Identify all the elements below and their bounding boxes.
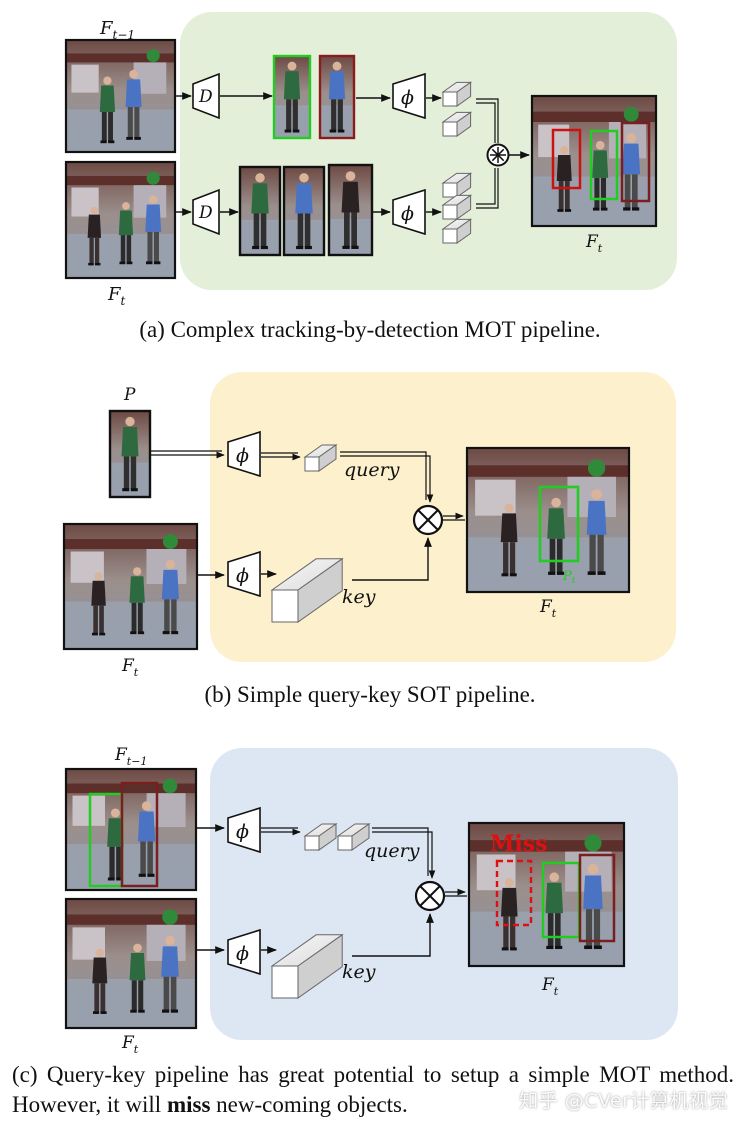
panel-a-box-red	[551, 128, 582, 190]
panel-c-match-operator	[414, 880, 446, 912]
panel-b-cur-frame	[62, 522, 199, 651]
panel-c-cur-frame-label: Ft	[121, 1033, 139, 1056]
caption-panel-c-bold: miss	[166, 1092, 211, 1117]
svg-text:ϕ: ϕ	[401, 87, 414, 109]
panel-c: Ft−1 Ft ϕ ϕ query key	[64, 745, 678, 1056]
panel-a-crop-3	[327, 163, 374, 257]
panel-c-box-darkred	[578, 853, 616, 943]
panel-c-embedder-top: ϕ	[227, 806, 261, 854]
panel-c-output-label: Ft	[541, 975, 559, 998]
panel-c-query-label: query	[364, 840, 420, 862]
svg-text:ϕ: ϕ	[236, 821, 249, 843]
panel-b-target-box	[538, 485, 580, 563]
panel-c-miss-box	[495, 859, 533, 927]
panel-a-embedder-top: ϕ	[392, 72, 426, 120]
svg-text:ϕ: ϕ	[236, 943, 249, 965]
panel-a-embedding-bottom-1	[441, 172, 473, 198]
caption-panel-b: (b) Simple query-key SOT pipeline.	[204, 682, 536, 707]
panel-b-cur-frame-label: Ft	[121, 656, 139, 679]
panel-a-crop-2	[282, 165, 326, 257]
panel-c-prev-box-darkred	[120, 781, 159, 888]
panel-b: P Ft ϕ ϕ query key	[62, 372, 676, 679]
panel-c-key-embedding	[270, 933, 344, 999]
panel-a-frame-prev	[64, 38, 177, 154]
panel-a-box-darkred	[620, 121, 651, 203]
watermark: 知乎 @CVer计算机视觉	[519, 1090, 728, 1112]
panel-c-miss-label: Miss	[490, 831, 547, 857]
panel-a-embedding-top-2	[441, 111, 473, 137]
panel-c-cur-frame	[64, 897, 198, 1030]
panel-a-embedding-bottom-3	[441, 218, 473, 244]
svg-text:ϕ: ϕ	[236, 445, 249, 467]
panel-a-crop-red	[318, 54, 356, 140]
panel-c-key-label: key	[342, 961, 376, 983]
panel-b-output-frame	[465, 446, 631, 594]
panel-a-output-frame	[530, 94, 658, 228]
panel-b-prompt-crop	[108, 409, 152, 499]
svg-text:D: D	[198, 87, 213, 107]
svg-text:ϕ: ϕ	[236, 565, 249, 587]
caption-panel-a: (a) Complex tracking-by-detection MOT pi…	[139, 317, 601, 342]
panel-b-key-label: key	[342, 586, 376, 608]
panel-c-prev-frame-label: Ft−1	[114, 745, 147, 768]
panel-c-embedder-bottom: ϕ	[227, 928, 261, 976]
panel-b-embedder-bottom: ϕ	[227, 550, 261, 598]
panel-a-fusion-operator	[486, 143, 510, 167]
panel-b-query-label: query	[344, 459, 400, 481]
caption-panel-c: (c) Query-key pipeline has great potenti…	[12, 1060, 734, 1120]
panel-a-embedder-bottom: ϕ	[392, 188, 426, 236]
panel-a-prev-frame-label: Ft−1	[99, 18, 135, 42]
svg-text:D: D	[198, 203, 213, 223]
panel-a-crop-1	[238, 165, 282, 257]
panel-b-output-label: Ft	[539, 597, 557, 620]
panel-b-query-embedding	[303, 444, 338, 472]
panel-a-detector-top: D	[192, 72, 220, 120]
panel-b-embedder-top: ϕ	[227, 430, 261, 478]
panel-c-query-embedding-2	[336, 823, 371, 851]
panel-a-embedding-top-1	[441, 81, 473, 107]
panel-a-embedding-bottom-2	[441, 194, 473, 220]
panel-b-box-label: Pt	[562, 569, 576, 586]
panel-a-crop-green	[272, 54, 312, 140]
svg-text:ϕ: ϕ	[401, 203, 414, 225]
panel-a-frame-cur	[64, 160, 177, 280]
panel-c-query-embedding-1	[303, 823, 338, 851]
caption-panel-c-part2: new-coming objects.	[210, 1092, 408, 1117]
panel-c-frame-prev	[64, 767, 198, 892]
panel-a-output-label: Ft	[585, 232, 603, 255]
panel-b-prompt-label: P	[123, 385, 136, 405]
panel-a-box-green	[589, 129, 619, 201]
panel-a: Ft−1 Ft D D ϕ	[64, 12, 677, 308]
panel-a-detector-bottom: D	[192, 188, 220, 236]
panel-b-key-embedding	[270, 557, 344, 623]
panel-b-match-operator	[412, 504, 444, 536]
panel-a-cur-frame-label: Ft	[107, 284, 126, 308]
caption-panel-c-part1: (c) Query-key pipeline has great potenti…	[12, 1062, 734, 1117]
